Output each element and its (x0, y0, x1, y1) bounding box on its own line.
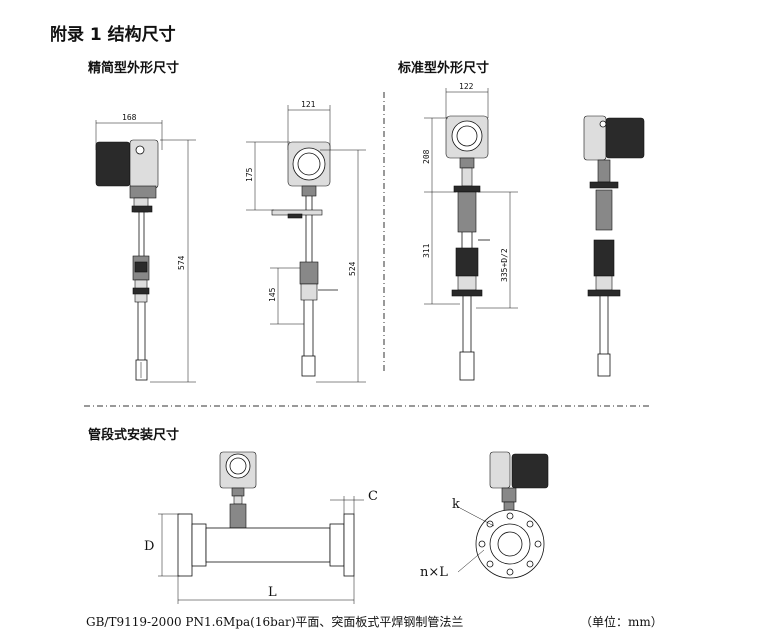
flange-standard-note: GB/T9119-2000 PN1.6Mpa(16bar)平面、突面板式平焊钢制… (86, 615, 464, 629)
standard-side-view (583, 115, 645, 377)
flange-end-view: k n×L (420, 451, 549, 580)
page-title: 附录 1 结构尺寸 (50, 25, 176, 45)
dim-335-d2: 335+D/2 (500, 248, 509, 282)
dim-175: 175 (245, 167, 254, 182)
dim-122: 122 (459, 82, 474, 91)
section-pipe-title: 管段式安装尺寸 (88, 428, 180, 443)
section-compact-title: 精简型外形尺寸 (88, 61, 180, 76)
pipe-section-view: C D L (144, 451, 378, 604)
label-d: D (144, 539, 154, 554)
section-standard-title: 标准型外形尺寸 (398, 61, 490, 76)
dim-145: 145 (268, 287, 277, 302)
dim-311: 311 (422, 243, 431, 258)
dim-168: 168 (122, 113, 137, 122)
compact-front-view: 121 175 145 524 (245, 100, 366, 383)
label-l: L (268, 585, 277, 600)
dim-524: 524 (348, 261, 357, 276)
dim-574: 574 (177, 255, 186, 270)
compact-side-view: 168 574 (95, 113, 196, 383)
unit-note: （单位：mm） (580, 615, 663, 629)
label-c: C (368, 489, 378, 504)
label-k: k (452, 497, 460, 512)
dim-121: 121 (301, 100, 316, 109)
label-nxl: n×L (420, 565, 448, 580)
standard-front-view: 122 208 311 335+D/2 (422, 82, 518, 381)
dim-208: 208 (422, 149, 431, 164)
